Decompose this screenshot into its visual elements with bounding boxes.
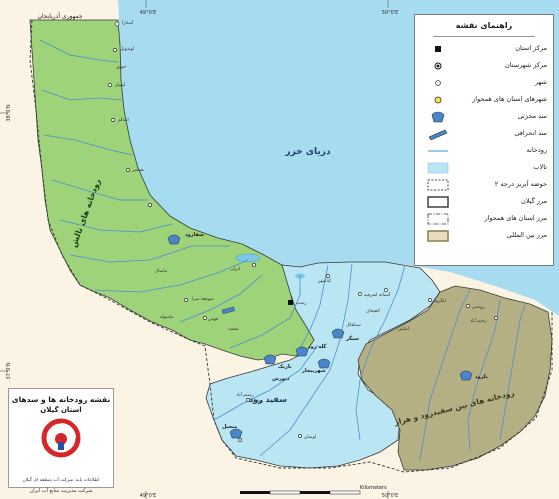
diversion-dam-icon bbox=[425, 127, 451, 140]
svg-text:شفت: شفت bbox=[228, 327, 239, 332]
svg-text:صومعه سرا: صومعه سرا bbox=[192, 297, 214, 302]
svg-text:رحیم آباد: رحیم آباد bbox=[470, 318, 487, 324]
legend-item: سد انحرافی bbox=[415, 125, 553, 142]
legend-item: مرز گیلان bbox=[415, 193, 553, 210]
svg-text:آستارا: آستارا bbox=[122, 20, 134, 26]
legend-title: راهنمای نقشه bbox=[433, 15, 535, 37]
svg-text:اسالم: اسالم bbox=[118, 118, 129, 123]
data-source: اطلاعات پایه: شرکت آب منطقه ای گیلان bbox=[22, 478, 100, 483]
svg-text:انزلی: انزلی bbox=[230, 267, 240, 272]
svg-text:لاهیجان: لاهیجان bbox=[366, 309, 380, 314]
svg-text:سنگر: سنگر bbox=[345, 335, 359, 342]
lon-label-bottom-1: 49°0'E bbox=[140, 493, 157, 499]
svg-text:فومن: فومن bbox=[208, 317, 218, 322]
svg-text:پلرود: پلرود bbox=[475, 374, 488, 380]
legend-item: شهر bbox=[415, 74, 553, 91]
basin-talesh[interactable] bbox=[29, 19, 316, 361]
square-icon bbox=[425, 42, 451, 55]
neighbor-country-label: جمهوری آذربایجان bbox=[37, 11, 82, 20]
border-icon bbox=[425, 195, 451, 208]
dashed-box-icon bbox=[425, 178, 451, 191]
legend-item: شهرهای استان های همجوار bbox=[415, 91, 553, 108]
svg-text:رشت: رشت bbox=[296, 301, 306, 306]
dam-icon bbox=[425, 110, 451, 123]
svg-text:کیاشهر: کیاشهر bbox=[317, 278, 332, 284]
circle-icon bbox=[425, 76, 451, 89]
organization-logo bbox=[41, 418, 81, 458]
lon-label-bottom-2: 50°0'E bbox=[382, 493, 399, 499]
legend-item: رودخانه bbox=[415, 142, 553, 159]
svg-text:ماسال: ماسال bbox=[155, 269, 168, 274]
svg-text:هشتپر: هشتپر bbox=[131, 168, 144, 173]
svg-text:لیسار: لیسار bbox=[114, 83, 125, 88]
basin-label-sefidrud: سفید رود bbox=[249, 395, 287, 404]
rivers bbox=[39, 39, 526, 461]
svg-text:تاریک: تاریک bbox=[278, 364, 292, 370]
dot-icon bbox=[425, 59, 451, 72]
svg-text:لوندویل: لوندویل bbox=[120, 47, 134, 52]
map-title-box: نقشه رودخانه ها و سدهای استان گیلان اطلا… bbox=[8, 388, 114, 488]
scale-bar bbox=[240, 490, 361, 495]
lon-label-top-2: 50°0'E bbox=[382, 10, 399, 16]
dam-labels: شفارود سنگر تاریک گله رود شهربیجار دیورش… bbox=[185, 232, 488, 430]
svg-text:رودسر: رودسر bbox=[471, 305, 485, 310]
legend-item: تالاب bbox=[415, 159, 553, 176]
basin-sefidrud-haraz[interactable] bbox=[357, 285, 553, 471]
svg-text:گله رود: گله رود bbox=[308, 343, 326, 350]
svg-text:لوشان: لوشان bbox=[304, 435, 316, 440]
wetland-icon bbox=[425, 161, 451, 174]
legend-item: مرز بین المللی bbox=[415, 227, 553, 244]
provincial-capital-marker bbox=[288, 300, 293, 305]
credit-text: شرکت مدیریت منابع آب ایران bbox=[29, 488, 93, 494]
legend-item: مرکز شهرستان bbox=[415, 57, 553, 74]
neighbor-border bbox=[29, 19, 553, 473]
river-icon bbox=[425, 144, 451, 157]
svg-text:منجیل: منجیل bbox=[222, 424, 237, 430]
lat-label-1: 38°0'N bbox=[6, 104, 12, 121]
anzali-wetland bbox=[235, 253, 261, 263]
dam-markers bbox=[167, 234, 473, 439]
lon-label-top-1: 49°0'E bbox=[140, 10, 157, 16]
intl-border-icon bbox=[425, 229, 451, 242]
map-subtitle: استان گیلان bbox=[40, 406, 82, 414]
svg-text:املش: املش bbox=[398, 327, 409, 332]
svg-text:حویق: حویق bbox=[116, 65, 126, 70]
yellow-circle-icon bbox=[425, 93, 451, 106]
city-markers bbox=[108, 21, 498, 442]
legend-item: مرز استان های همجوار bbox=[415, 210, 553, 227]
map-legend: راهنمای نقشه مرکز استان مرکز شهرستان شهر… bbox=[414, 14, 554, 266]
svg-text:ماسوله: ماسوله bbox=[160, 315, 174, 320]
svg-text:رودبار: رودبار bbox=[251, 399, 263, 404]
svg-text:سیاهکل: سیاهکل bbox=[346, 322, 361, 328]
svg-text:رستم آباد: رستم آباد bbox=[236, 392, 254, 398]
sea-label: دریای خزر bbox=[284, 147, 331, 157]
neighbor-border-icon bbox=[425, 212, 451, 225]
svg-text:آستانه اشرفیه: آستانه اشرفیه bbox=[364, 292, 391, 298]
graticule-ticks bbox=[0, 0, 389, 499]
map-title: نقشه رودخانه ها و سدهای bbox=[11, 395, 111, 404]
legend-item: حوضه آبریز درجه ۲ bbox=[415, 176, 553, 193]
svg-text:شهربیجار: شهربیجار bbox=[301, 368, 326, 374]
svg-text:شفارود: شفارود bbox=[185, 232, 204, 238]
legend-item: مرکز استان bbox=[415, 40, 553, 57]
city-labels: آستارا لوندویل حویق لیسار اسالم هشتپر ما… bbox=[114, 20, 487, 440]
lat-label-2: 37°0'N bbox=[6, 362, 12, 379]
svg-text:دیورش: دیورش bbox=[272, 376, 290, 382]
scale-unit: Kilometers bbox=[360, 485, 387, 491]
legend-item: سد مخزنی bbox=[415, 108, 553, 125]
svg-text:لنگرود: لنگرود bbox=[434, 297, 446, 304]
